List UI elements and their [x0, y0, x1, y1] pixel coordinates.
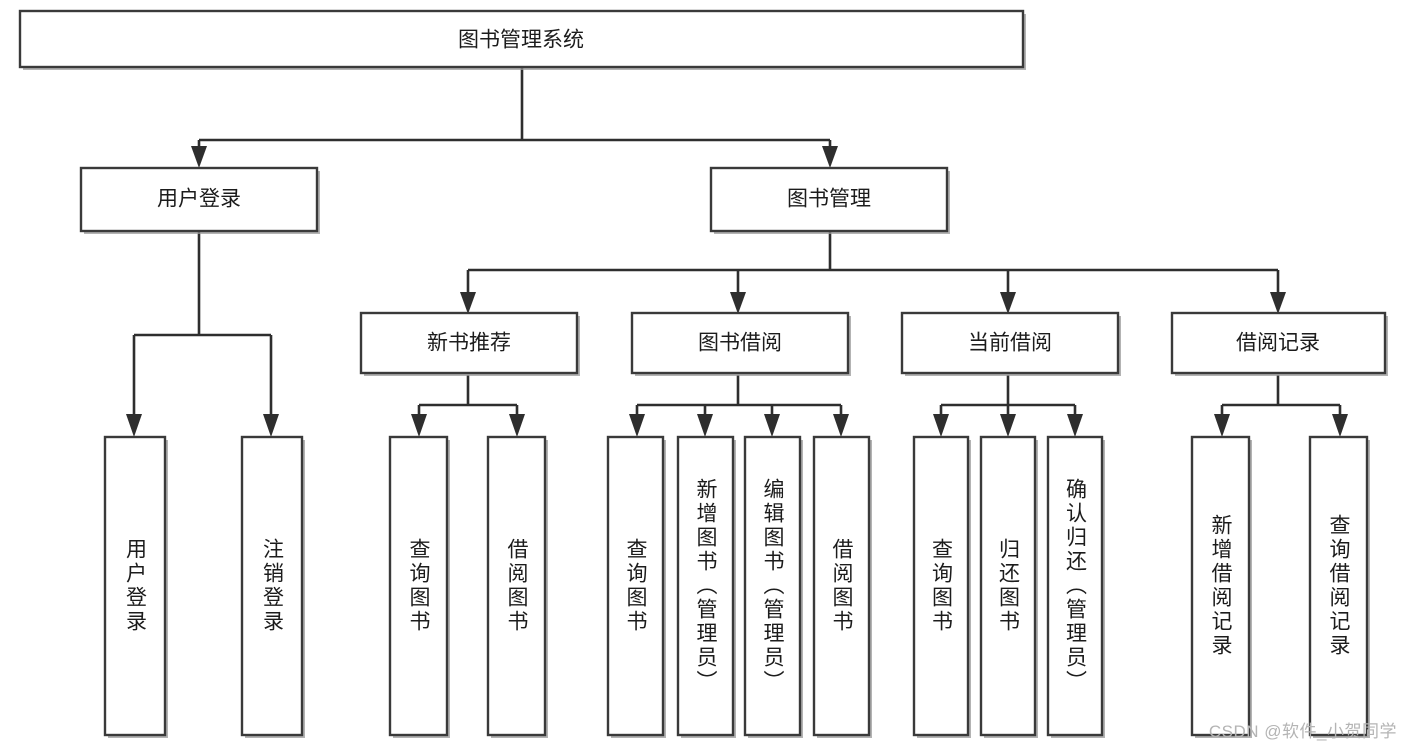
- arrow-borrow-record: [1270, 292, 1286, 314]
- node-label-current-borrow: 当前借阅: [968, 332, 1052, 355]
- arrow-br-leaf1: [1214, 414, 1230, 437]
- node-label-user-login: 用户登录: [157, 188, 241, 211]
- arrow-book-borrow: [730, 292, 746, 314]
- node-box-leaf-cb-return-book[interactable]: [979, 435, 1037, 737]
- arrow-br-leaf2: [1332, 414, 1348, 437]
- node-label-root: 图书管理系统: [458, 29, 584, 52]
- arrow-new-book: [460, 292, 476, 314]
- watermark-text: CSDN @软件_小贺同学: [1208, 722, 1397, 741]
- arrow-cb-leaf3: [1067, 414, 1083, 437]
- node-box-leaf-bb-add-book[interactable]: [676, 435, 735, 737]
- node-box-leaf-cb-query-book[interactable]: [912, 435, 970, 737]
- node-box-leaf-cb-confirm-return[interactable]: [1046, 435, 1104, 737]
- arrow-bb-leaf2: [697, 414, 713, 437]
- node-label-book-manage: 图书管理: [787, 188, 871, 211]
- arrow-nb-leaf2: [509, 414, 525, 437]
- arrow-bb-leaf4: [833, 414, 849, 437]
- node-box-leaf-nb-borrow-book[interactable]: [486, 435, 547, 737]
- node-box-leaf-nb-query-book[interactable]: [388, 435, 449, 737]
- node-box-borrow-record[interactable]: [1170, 311, 1387, 375]
- node-box-current-borrow[interactable]: [900, 311, 1120, 375]
- node-box-user-login[interactable]: [79, 166, 319, 233]
- connector-layer: [126, 67, 1348, 437]
- node-label-borrow-record: 借阅记录: [1236, 332, 1320, 355]
- node-label-new-book-recommend: 新书推荐: [427, 332, 511, 355]
- arrow-cb-leaf1: [933, 414, 949, 437]
- arrow-user-login: [191, 146, 207, 168]
- node-layer: 图书管理系统 用户登录 图书管理 新书推荐 图书借阅 当前借阅 借阅记录: [18, 9, 1388, 738]
- node-box-leaf-br-query-record[interactable]: [1308, 435, 1369, 737]
- arrow-bb-leaf3: [764, 414, 780, 437]
- arrow-cb-leaf2: [1000, 414, 1016, 437]
- node-box-leaf-logout[interactable]: [240, 435, 304, 737]
- node-box-leaf-br-add-record[interactable]: [1190, 435, 1251, 737]
- node-box-leaf-user-login[interactable]: [103, 435, 167, 737]
- node-label-book-borrow: 图书借阅: [698, 332, 782, 355]
- node-box-leaf-bb-query-book[interactable]: [606, 435, 665, 737]
- arrow-leaf-user-login: [126, 414, 142, 437]
- node-box-leaf-bb-borrow-book[interactable]: [812, 435, 871, 737]
- node-box-root[interactable]: [18, 9, 1025, 69]
- arrow-nb-leaf1: [411, 414, 427, 437]
- node-box-book-manage[interactable]: [709, 166, 949, 233]
- node-box-book-borrow[interactable]: [630, 311, 850, 375]
- arrow-book-manage: [822, 146, 838, 168]
- node-box-leaf-bb-edit-book[interactable]: [743, 435, 802, 737]
- node-box-new-book-recommend[interactable]: [359, 311, 579, 375]
- arrow-bb-leaf1: [629, 414, 645, 437]
- arrow-current-borrow: [1000, 292, 1016, 314]
- arrow-leaf-logout: [263, 414, 279, 437]
